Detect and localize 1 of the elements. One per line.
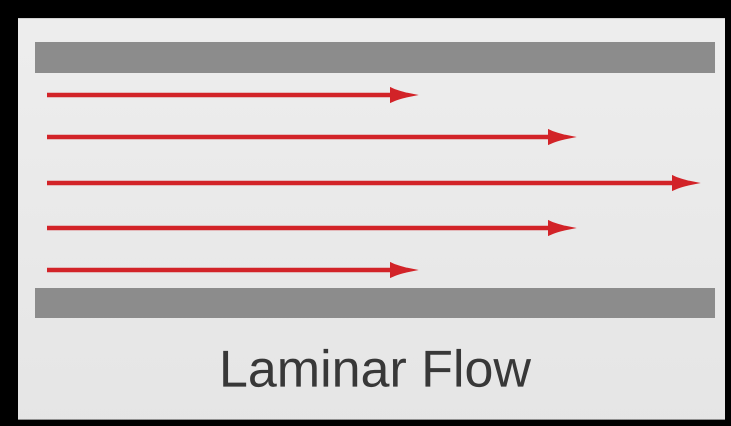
- title: Laminar Flow: [223, 348, 532, 388]
